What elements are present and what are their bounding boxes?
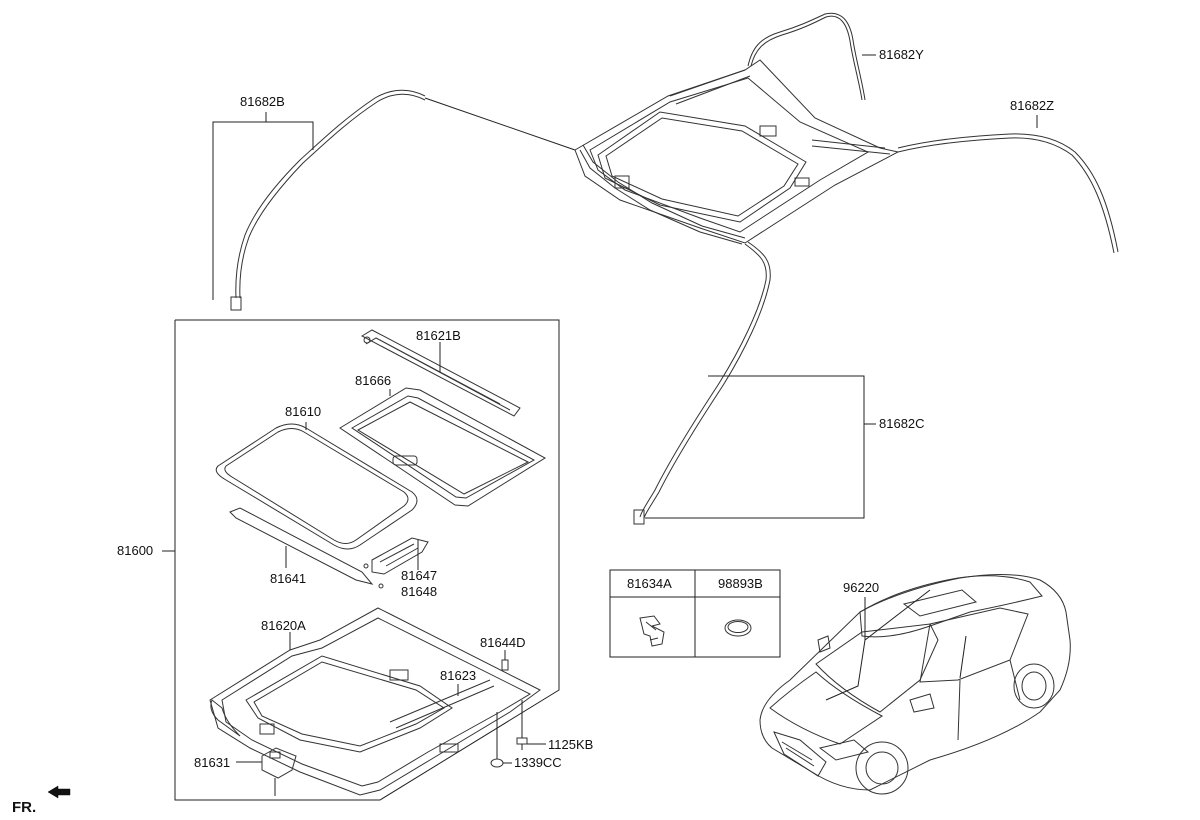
orientation-label: FR. (12, 799, 36, 816)
part-81641 (229, 507, 374, 585)
callout-labels: 81682Y 81682B 81682Z 81682C 81621B 81666… (117, 47, 1054, 770)
drain-hose-81682B (235, 89, 426, 299)
label-81641: 81641 (270, 571, 306, 586)
label-1125KB: 1125KB (548, 737, 593, 752)
drain-hose-81682Z (897, 133, 1119, 253)
grommet-icon (724, 619, 752, 637)
clip-icon (639, 615, 665, 647)
assembly-box-81600 (162, 319, 560, 801)
label-81623: 81623 (440, 668, 476, 683)
parts-table: 81634A 98893B (609, 569, 781, 658)
drain-hose-81682C (639, 243, 767, 518)
part-81621B (360, 329, 521, 417)
part-81610-glass (215, 422, 418, 550)
sunroof-assembly-top (574, 59, 900, 245)
label-1339CC: 1339CC (514, 755, 562, 770)
label-81620A: 81620A (261, 618, 306, 633)
part-1339CC-nut (490, 712, 512, 768)
part-81644D (501, 650, 509, 671)
part-1125KB-bolt (516, 700, 546, 750)
drain-hose-81682Y (747, 12, 866, 101)
part-81631-motor (236, 747, 297, 796)
leader-lines-top (212, 54, 1038, 519)
label-81666: 81666 (355, 373, 391, 388)
label-81600: 81600 (117, 543, 153, 558)
label-81682B: 81682B (240, 94, 285, 109)
part-81666 (339, 387, 546, 507)
label-81682Y: 81682Y (879, 47, 924, 62)
label-81631: 81631 (194, 755, 230, 770)
car-illustration (759, 573, 1071, 795)
label-81647: 81647 (401, 568, 437, 583)
label-81682C: 81682C (879, 416, 925, 431)
label-81644D: 81644D (480, 635, 526, 650)
table-header-98893B: 98893B (718, 576, 763, 591)
label-81610: 81610 (285, 404, 321, 419)
label-81648: 81648 (401, 584, 437, 599)
front-direction-indicator: FR. (12, 785, 71, 816)
part-81620A-frame (209, 607, 541, 796)
label-81621B: 81621B (416, 328, 461, 343)
label-81682Z: 81682Z (1010, 98, 1054, 113)
part-81647-81648 (363, 537, 429, 589)
label-96220: 96220 (843, 580, 879, 595)
table-header-81634A: 81634A (627, 576, 672, 591)
arrow-left-icon (47, 785, 71, 799)
